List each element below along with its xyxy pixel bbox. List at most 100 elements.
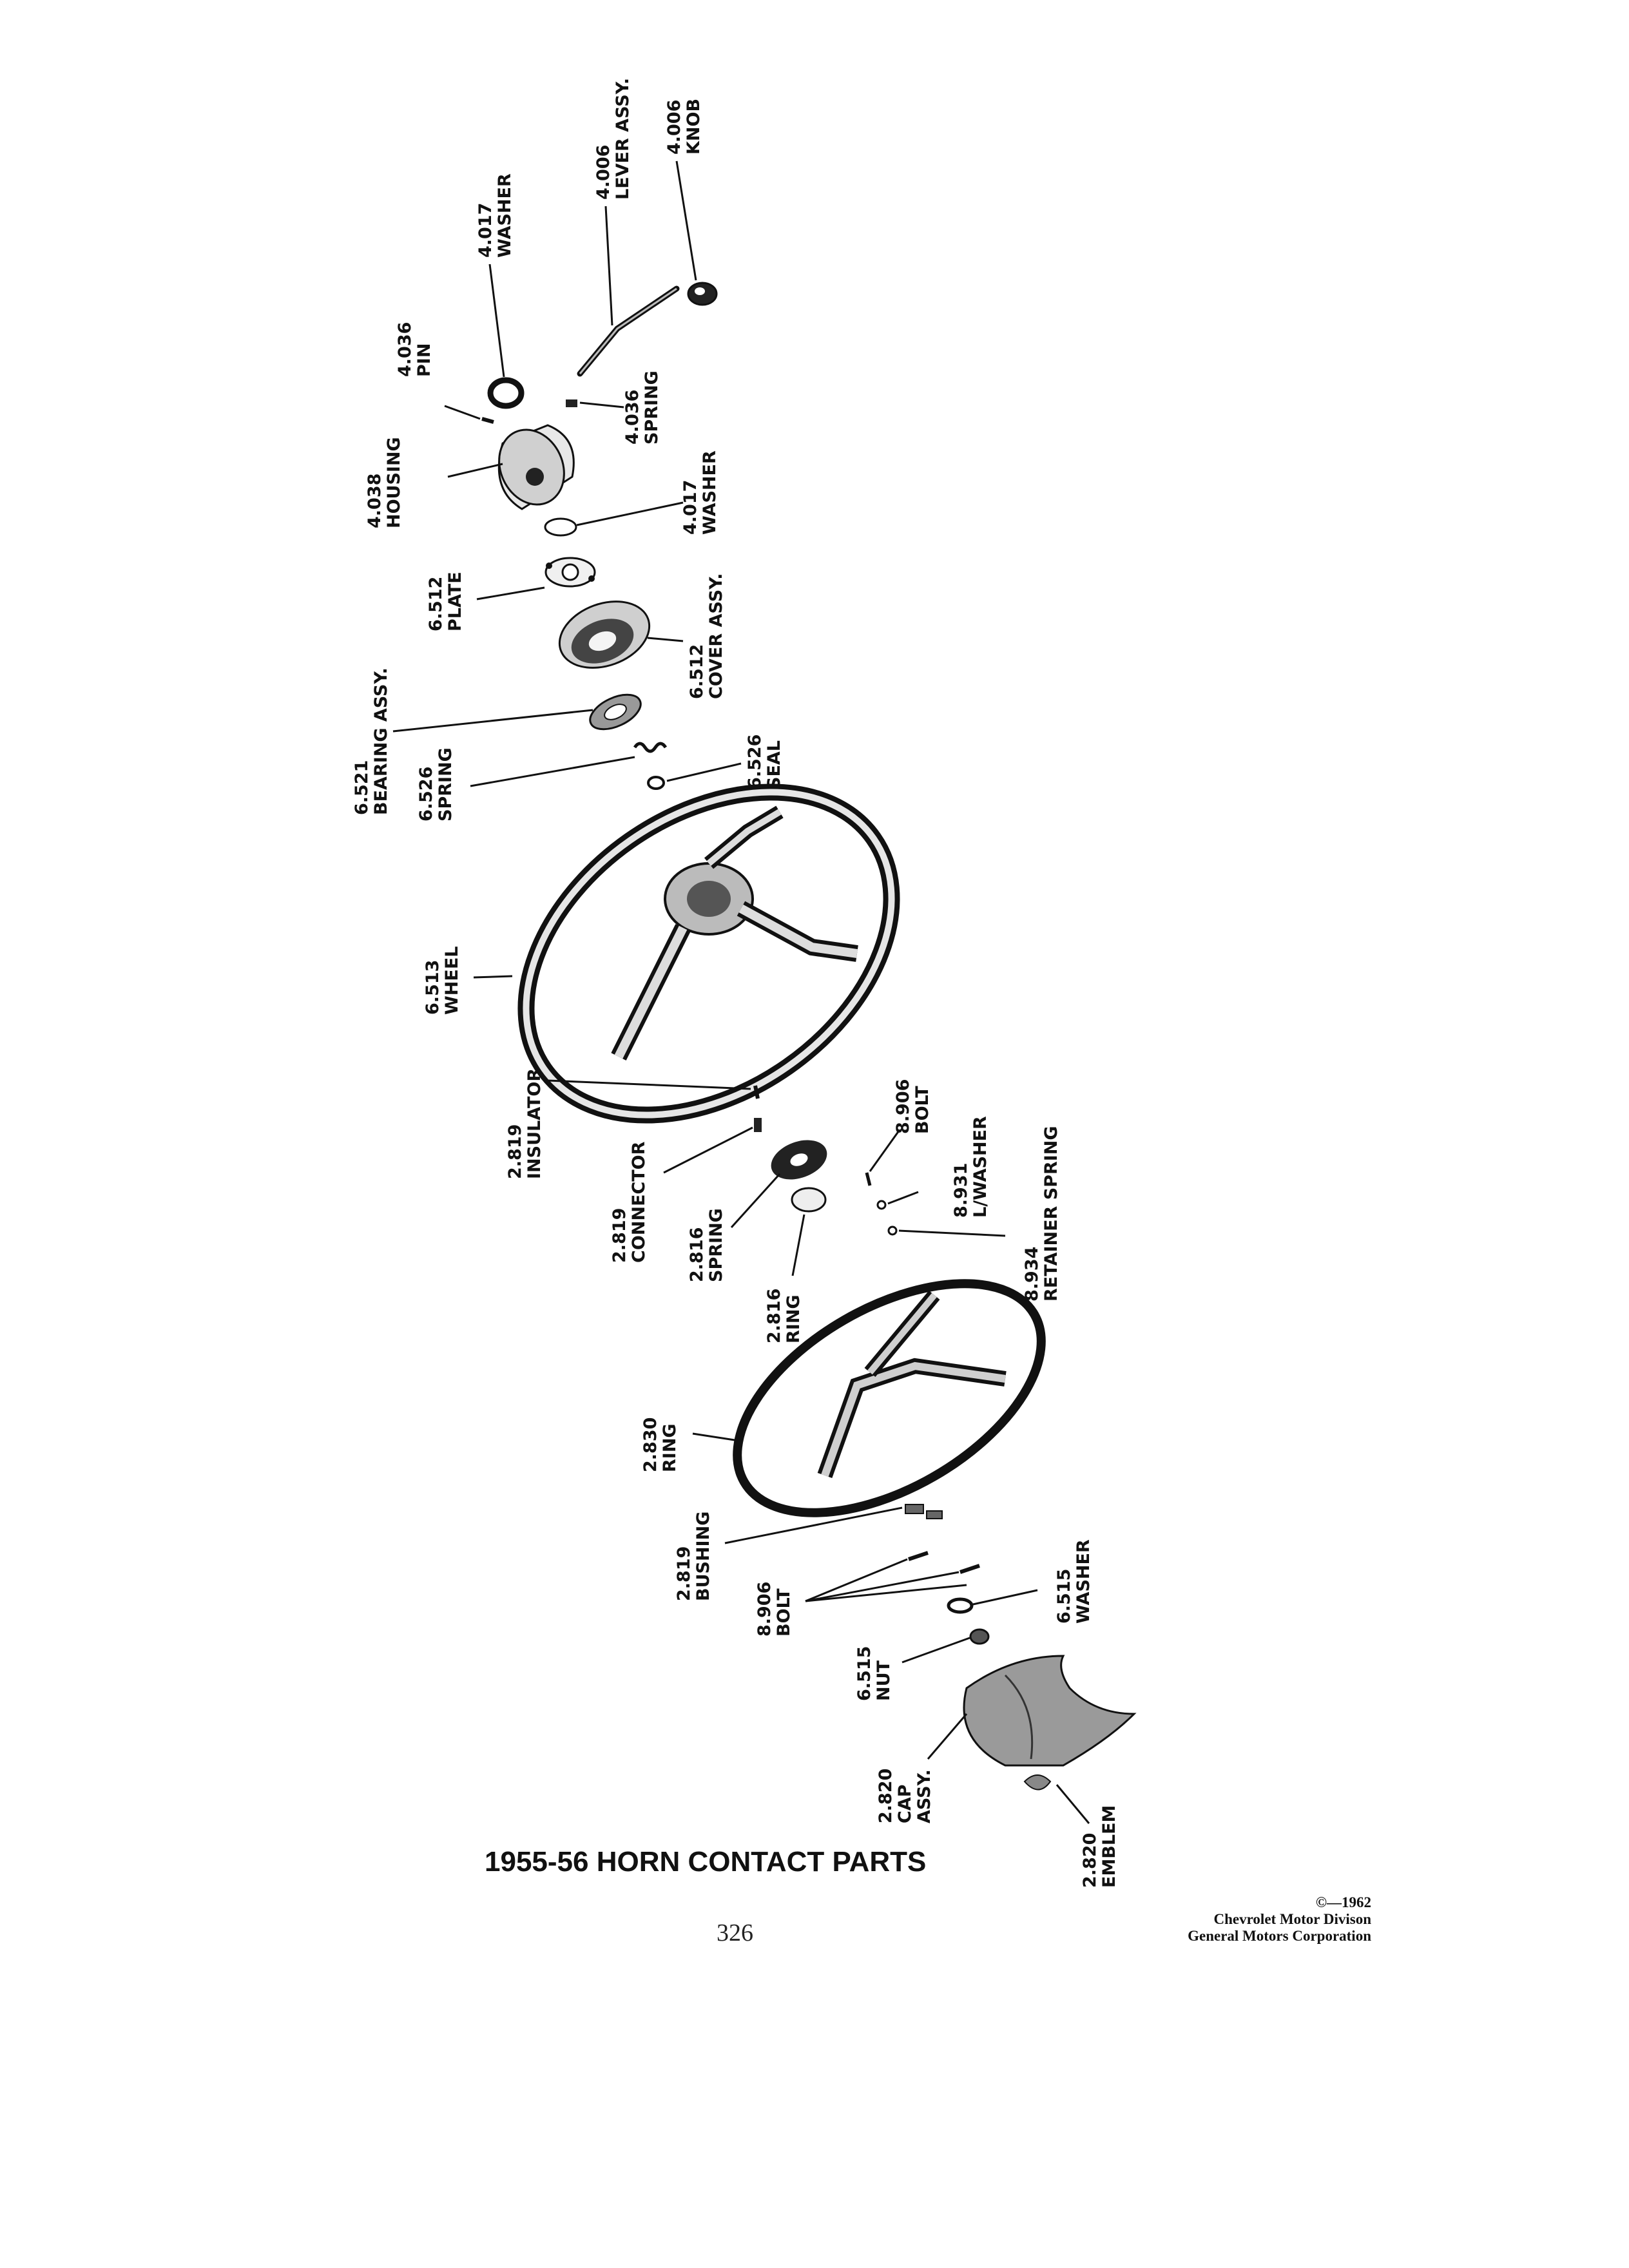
- label-bolt-large: 8.906 BOLT: [755, 1582, 794, 1637]
- label-cover-assy: 6.512 COVER ASSY.: [687, 573, 726, 700]
- label-insulator: 2.819 INSULATOR: [505, 1068, 545, 1179]
- label-washer-cap: 6.515 WASHER: [1054, 1539, 1094, 1624]
- pin-part: [481, 417, 494, 424]
- small-hardware-part: [865, 1172, 898, 1236]
- label-washer-top-num: 4.017: [476, 203, 496, 258]
- label-cap-assy: 2.820 CAP ASSY.: [876, 1769, 934, 1823]
- label-insulator-name: INSULATOR: [525, 1068, 545, 1179]
- label-ring-horn-name: RING: [784, 1294, 804, 1343]
- seal-part: [647, 776, 665, 790]
- leader-ring-horn: [791, 1214, 805, 1276]
- leader-emblem: [1055, 1784, 1090, 1824]
- label-nut-name: NUT: [874, 1660, 894, 1701]
- label-knob-num: 4.006: [664, 100, 684, 155]
- leader-nut: [901, 1637, 970, 1664]
- leader-cap: [927, 1713, 968, 1760]
- label-housing-num: 4.038: [365, 474, 385, 528]
- leader-washer-cap: [972, 1589, 1038, 1606]
- housing-part: [497, 424, 575, 510]
- label-connector-num: 2.819: [610, 1208, 630, 1263]
- label-bushing: 2.819 BUSHING: [674, 1512, 713, 1601]
- leader-bolt-large-2: [805, 1571, 959, 1602]
- leader-spring-bearing: [470, 756, 635, 787]
- label-bearing-assy-name: BEARING ASSY.: [371, 668, 391, 815]
- label-plate-name: PLATE: [445, 572, 465, 631]
- label-lwasher: 8.931 L/WASHER: [951, 1116, 990, 1218]
- label-connector: 2.819 CONNECTOR: [610, 1141, 649, 1263]
- label-wheel-name: WHEEL: [442, 947, 462, 1015]
- label-spring-bearing-num: 6.526: [416, 767, 436, 822]
- leader-wheel: [473, 975, 513, 979]
- label-bushing-name: BUSHING: [693, 1512, 713, 1601]
- cover-part: [558, 601, 651, 669]
- label-cap-assy-name2: ASSY.: [914, 1769, 934, 1823]
- leader-bolt-small: [869, 1130, 900, 1172]
- label-bolt-small: 8.906 BOLT: [893, 1079, 932, 1134]
- label-retainer-spring-name: RETAINER SPRING: [1041, 1126, 1061, 1302]
- large-horn-ring-part: [733, 1279, 1046, 1517]
- label-nut: 6.515 NUT: [854, 1646, 894, 1701]
- label-lwasher-num: 8.931: [951, 1163, 971, 1218]
- label-spring-bearing-name: SPRING: [436, 747, 456, 822]
- label-bolt-small-num: 8.906: [893, 1079, 913, 1134]
- copyright-block: ©—1962 Chevrolet Motor Divison General M…: [1188, 1894, 1371, 1944]
- label-pin-num: 4.036: [395, 322, 415, 377]
- label-wheel: 6.513 WHEEL: [423, 947, 462, 1015]
- label-spring-horn: 2.816 SPRING: [687, 1208, 726, 1282]
- label-bearing-assy-num: 6.521: [352, 760, 372, 815]
- leader-washer-top: [488, 264, 505, 378]
- label-washer-housing-name: WASHER: [700, 450, 720, 535]
- label-ring-large-name: RING: [660, 1423, 680, 1472]
- leader-pin: [444, 405, 481, 420]
- cap-part: [963, 1655, 1137, 1767]
- label-nut-num: 6.515: [854, 1646, 874, 1701]
- leader-spring-horn: [730, 1173, 781, 1229]
- label-wheel-num: 6.513: [423, 960, 443, 1015]
- labels: 4.006 LEVER ASSY. 4.006 KNOB 4.017 WASHE…: [352, 78, 1119, 1888]
- label-knob-name: KNOB: [684, 99, 704, 155]
- label-spring-bearing: 6.526 SPRING: [416, 747, 456, 822]
- label-washer-cap-num: 6.515: [1054, 1569, 1074, 1624]
- label-washer-cap-name: WASHER: [1074, 1539, 1094, 1624]
- page-number: 326: [717, 1919, 753, 1946]
- horn-ring-part: [791, 1187, 827, 1213]
- label-bolt-large-num: 8.906: [755, 1582, 775, 1637]
- label-housing-name: HOUSING: [384, 437, 404, 528]
- leader-retainer: [898, 1229, 1006, 1237]
- nut-part: [969, 1628, 990, 1645]
- label-plate-num: 6.512: [426, 577, 446, 631]
- leader-spring-lever: [579, 401, 624, 408]
- label-insulator-num: 2.819: [505, 1124, 525, 1179]
- label-washer-housing: 4.017 WASHER: [680, 450, 720, 535]
- bearing-spring-part: [633, 742, 668, 753]
- top-washer-part: [487, 377, 525, 409]
- label-spring-lever: 4.036 SPRING: [622, 370, 662, 445]
- plate-part: [545, 557, 596, 588]
- label-washer-top: 4.017 WASHER: [476, 173, 515, 258]
- copyright-year: ©—1962: [1316, 1894, 1371, 1910]
- horn-spring-part: [771, 1140, 827, 1180]
- bearing-part: [589, 693, 642, 731]
- leader-knob: [675, 160, 697, 281]
- label-spring-horn-name: SPRING: [706, 1208, 726, 1282]
- label-seal-num: 6.526: [745, 735, 765, 789]
- diagram-title: 1955-56 HORN CONTACT PARTS: [485, 1846, 926, 1878]
- label-washer-housing-num: 4.017: [680, 480, 700, 535]
- label-connector-name: CONNECTOR: [629, 1141, 649, 1263]
- label-cap-assy-num: 2.820: [876, 1769, 896, 1823]
- label-pin-name: PIN: [414, 343, 434, 377]
- knob-part: [687, 282, 718, 306]
- label-ring-large-num: 2.830: [641, 1418, 660, 1472]
- label-housing: 4.038 HOUSING: [365, 437, 404, 528]
- label-cap-assy-name: CAP: [895, 1785, 915, 1824]
- label-lwasher-name: L/WASHER: [970, 1116, 990, 1218]
- leader-plate: [476, 586, 545, 601]
- leader-bolt-large-3: [805, 1584, 967, 1602]
- lever-spring-part: [566, 399, 577, 407]
- label-spring-lever-num: 4.036: [622, 390, 642, 445]
- label-bolt-small-name: BOLT: [912, 1086, 932, 1134]
- leader-bolt-large-1: [805, 1558, 908, 1602]
- label-washer-top-name: WASHER: [495, 173, 515, 258]
- leader-housing: [447, 463, 503, 478]
